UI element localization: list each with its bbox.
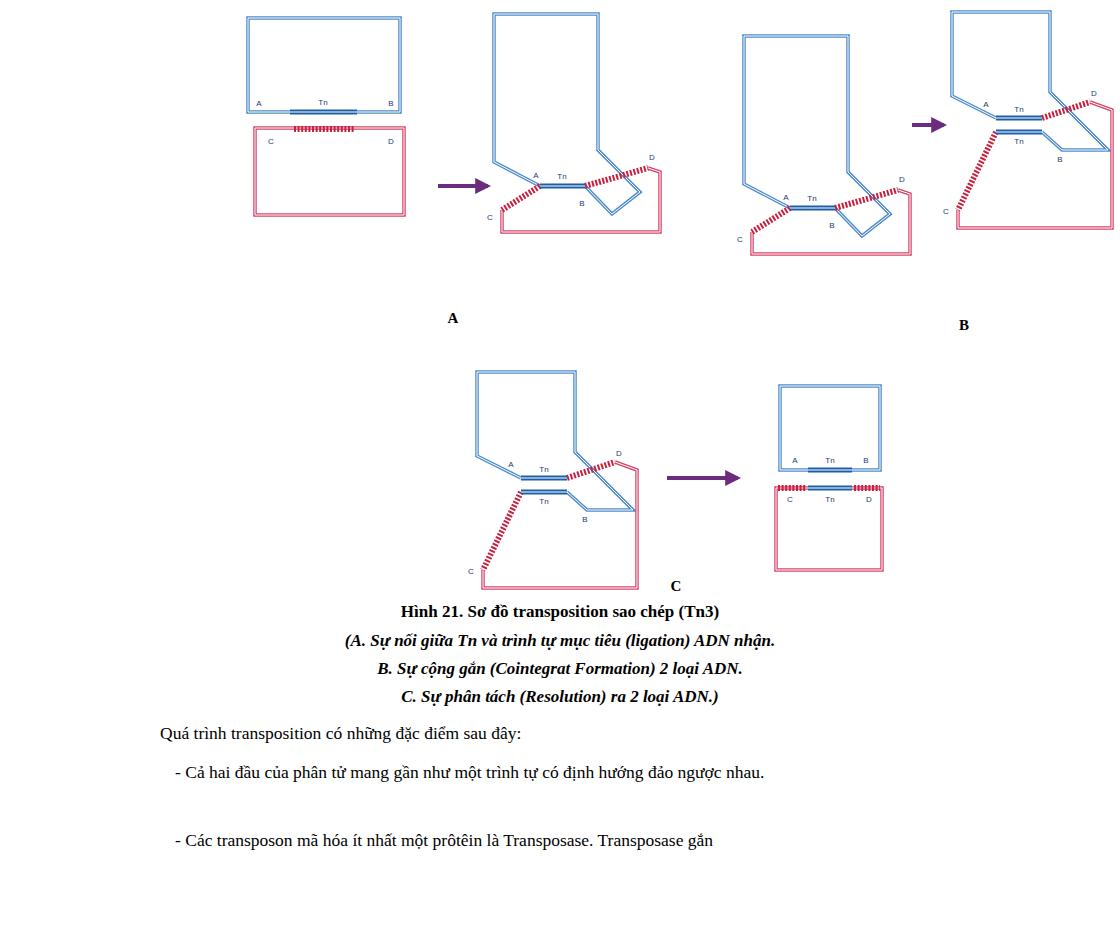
figure-caption: Hình 21. Sơ đồ transposition sao chép (T… — [0, 602, 1120, 622]
part-label: A — [532, 172, 539, 180]
part-label: B — [862, 457, 869, 465]
part-label: C — [486, 214, 494, 222]
part-label: Tn — [1013, 138, 1024, 146]
part-label: Tn — [538, 498, 549, 506]
part-label: Tn — [538, 466, 549, 474]
caption-line: B. Sự cộng gắn (Cointegrat Formation) 2 … — [0, 659, 1120, 679]
part-label: D — [615, 450, 623, 458]
body-text: Quá trình transposition có những đặc điể… — [160, 719, 1020, 747]
body-text: - Cả hai đầu của phân tử mang gần như mộ… — [115, 758, 1010, 786]
caption-line: (A. Sự nối giữa Tn và trình tự mục tiêu … — [0, 631, 1120, 651]
part-label: D — [898, 176, 906, 184]
part-label: A — [255, 100, 262, 108]
part-label: A — [782, 194, 789, 202]
part-label: C — [736, 236, 744, 244]
part-label: Tn — [824, 457, 835, 465]
part-label: C — [942, 208, 950, 216]
plasmid-pair — [248, 18, 404, 215]
part-label: Tn — [317, 99, 328, 107]
ligation-figure — [494, 14, 660, 232]
part-label: C — [467, 568, 475, 576]
body-text: - Các transposon mã hóa ít nhất một prôt… — [115, 826, 1010, 854]
panel-letter: B — [959, 318, 969, 333]
part-label: Tn — [556, 173, 567, 181]
part-label: A — [982, 101, 989, 109]
panel-letter: A — [448, 311, 459, 326]
part-label: C — [267, 138, 275, 146]
panel-letter: C — [671, 579, 682, 594]
part-label: D — [1090, 90, 1098, 98]
part-label: Tn — [806, 195, 817, 203]
step-arrow — [438, 184, 488, 188]
part-label: C — [786, 496, 794, 504]
ligation-figure — [744, 36, 910, 254]
part-label: D — [865, 496, 873, 504]
part-label: B — [1056, 156, 1063, 164]
part-label: Tn — [1013, 106, 1024, 114]
part-label: A — [507, 461, 514, 469]
cointegrate-figure — [477, 372, 637, 588]
part-label: D — [648, 154, 656, 162]
step-arrow — [667, 476, 738, 480]
part-label: D — [387, 138, 395, 146]
part-label: B — [387, 100, 394, 108]
part-label: B — [578, 200, 585, 208]
part-label: A — [791, 457, 798, 465]
step-arrow — [912, 123, 944, 127]
resolved-plasmids — [776, 386, 882, 570]
part-label: B — [581, 516, 588, 524]
part-label: B — [828, 222, 835, 230]
part-label: Tn — [824, 496, 835, 504]
caption-line: C. Sự phân tách (Resolution) ra 2 loại A… — [0, 687, 1120, 707]
cointegrate-figure — [952, 12, 1112, 228]
